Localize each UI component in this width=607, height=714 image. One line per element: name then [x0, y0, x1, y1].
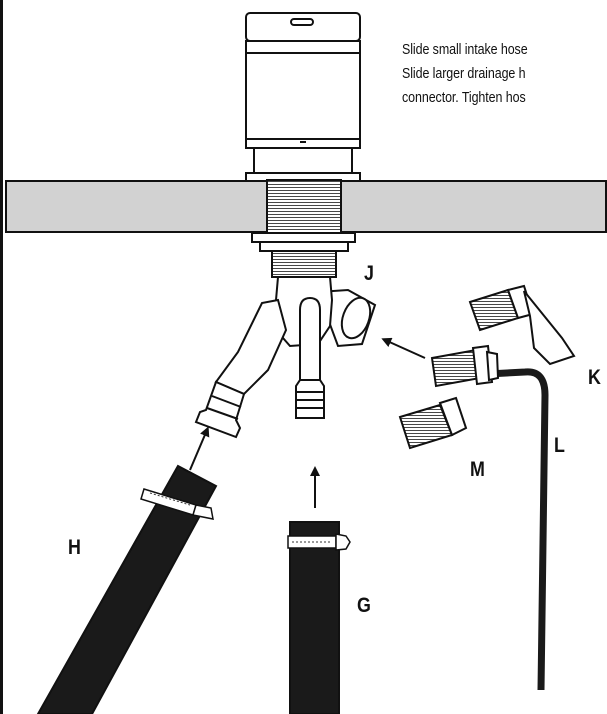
connector-j [194, 276, 377, 439]
label-j: J [364, 262, 374, 285]
arrow-fitting-to-j [381, 337, 426, 359]
faucet-body [245, 12, 361, 182]
threaded-shank [251, 179, 356, 278]
instruction-line-1: Slide small intake hose [402, 42, 528, 58]
label-k: K [588, 366, 601, 389]
hose-h [36, 464, 218, 714]
instruction-line-2: Slide larger drainage h [402, 66, 526, 82]
fitting-k [468, 284, 576, 366]
arrow-h-to-j [189, 426, 210, 471]
fitting-m [398, 396, 468, 450]
fitting-l [430, 344, 549, 691]
hose-g [287, 521, 351, 714]
frame-left-border [0, 0, 3, 714]
label-m: M [470, 458, 485, 481]
label-l: L [554, 434, 565, 457]
label-g: G [357, 594, 371, 617]
assembly-arrows [189, 337, 426, 508]
instruction-line-3: connector. Tighten hos [402, 90, 526, 106]
label-h: H [68, 536, 81, 559]
